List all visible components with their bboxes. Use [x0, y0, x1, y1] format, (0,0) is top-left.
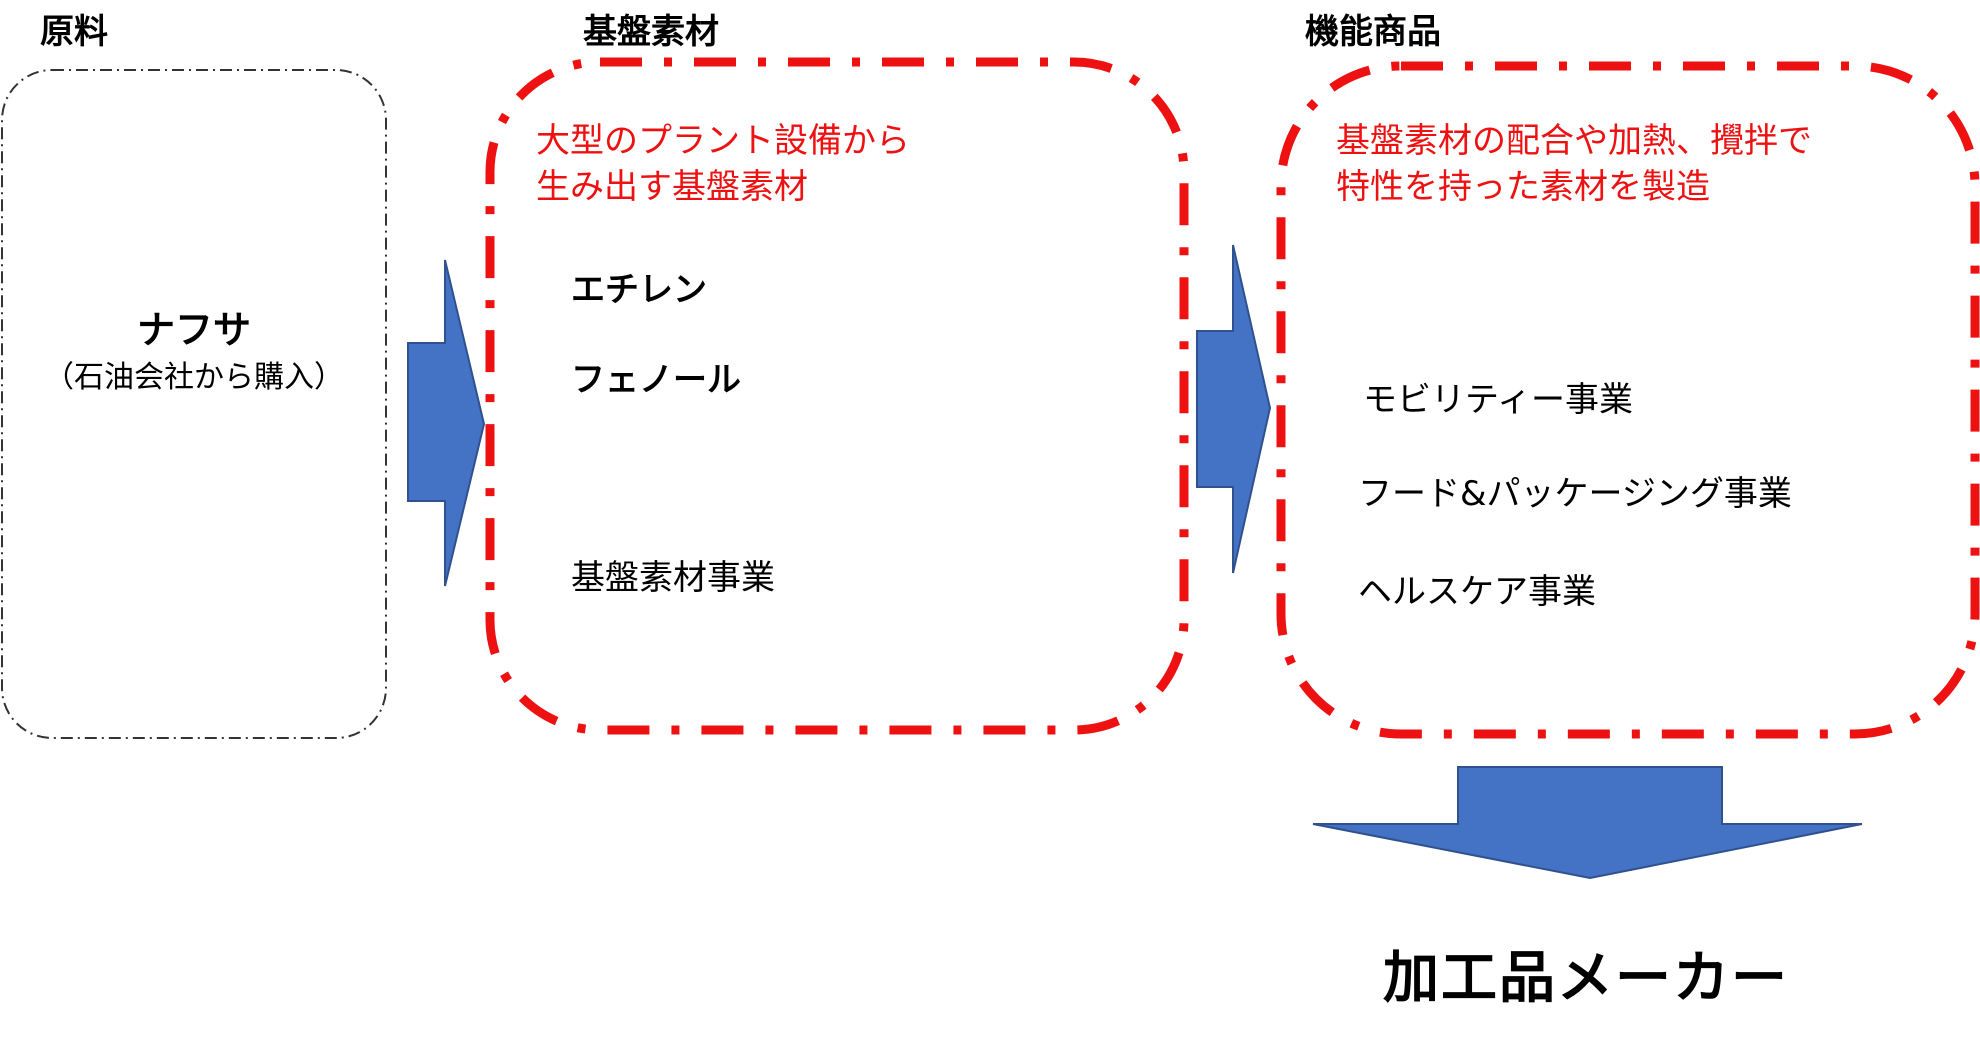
- functional-product-note-line: 特性を持った素材を製造: [1336, 167, 1710, 207]
- arrow-base-to-functional: [1196, 244, 1272, 574]
- business-food-packaging: フード&パッケージング事業: [1358, 474, 1792, 514]
- base-material-note-line: 大型のプラント設備から: [536, 121, 910, 161]
- base-item-phenol: フェノール: [571, 360, 741, 400]
- processed-goods-maker-label: 加工品メーカー: [1383, 946, 1789, 1011]
- business-mobility: モビリティー事業: [1363, 380, 1633, 420]
- heading-functional-product: 機能商品: [1305, 12, 1441, 52]
- base-item-ethylene: エチレン: [571, 270, 707, 310]
- raw-material-subtitle: （石油会社から購入）: [44, 360, 344, 395]
- raw-material-title: ナフサ: [136, 308, 251, 352]
- base-material-note-line: 生み出す基盤素材: [536, 167, 808, 207]
- arrow-functional-to-maker: [1312, 766, 1863, 880]
- base-material-box: [485, 57, 1189, 735]
- functional-product-box: [1276, 61, 1980, 739]
- heading-raw-material: 原料: [40, 12, 108, 52]
- functional-product-note: 基盤素材の配合や加熱、攪拌で 特性を持った素材を製造: [1336, 118, 1812, 210]
- arrow-raw-to-base: [407, 259, 486, 587]
- business-healthcare: ヘルスケア事業: [1358, 572, 1596, 612]
- base-material-business: 基盤素材事業: [571, 558, 775, 598]
- base-material-note: 大型のプラント設備から 生み出す基盤素材: [536, 118, 910, 210]
- raw-material-box: [1, 69, 387, 739]
- functional-product-note-line: 基盤素材の配合や加熱、攪拌で: [1336, 121, 1812, 161]
- heading-base-material: 基盤素材: [583, 12, 719, 52]
